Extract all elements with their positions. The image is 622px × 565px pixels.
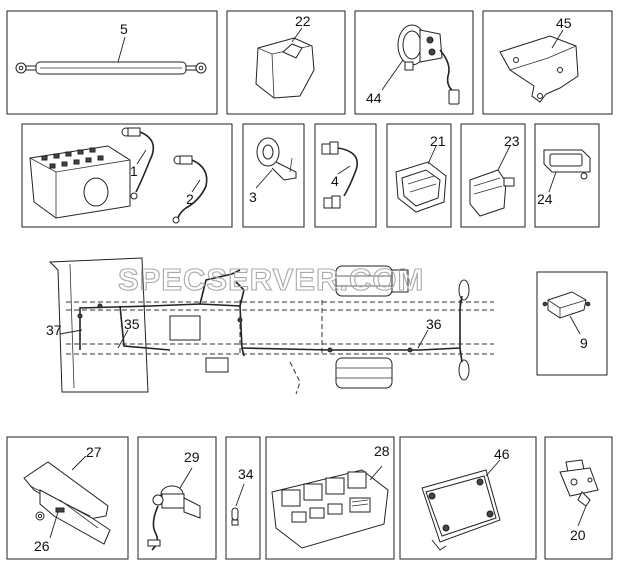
tail-lamp xyxy=(458,279,470,301)
panel-part-9: 9 xyxy=(536,271,608,376)
foam-block-drawing xyxy=(255,37,315,99)
leader-line xyxy=(569,315,581,335)
cable-drawing xyxy=(321,141,358,209)
panel-part-21: 21 xyxy=(386,123,452,228)
leader-line xyxy=(49,511,59,539)
callout-35: 35 xyxy=(124,316,140,332)
callout-37: 37 xyxy=(46,322,62,338)
gearbox xyxy=(205,357,229,373)
panel-part-5: 5 xyxy=(6,10,218,115)
leader-line xyxy=(548,171,557,193)
panel-parts-1-2: 1 2 xyxy=(21,123,233,228)
callout-34: 34 xyxy=(238,466,254,482)
callout-27: 27 xyxy=(86,444,102,460)
panel-part-46: 46 xyxy=(399,436,537,560)
panel-part-4: 4 xyxy=(314,123,377,228)
panel-frame xyxy=(536,271,608,376)
callout-9: 9 xyxy=(580,335,588,351)
panel-part-45: 45 xyxy=(482,10,613,115)
relay-drawing xyxy=(542,291,591,319)
rear-wheels xyxy=(335,265,409,389)
chassis-wiring-diagram: 37 35 36 xyxy=(46,257,494,395)
horn-drawing xyxy=(256,137,297,181)
leader-line xyxy=(337,165,351,175)
leader-line xyxy=(117,36,126,63)
bulb-drawing xyxy=(231,507,239,526)
leader-line xyxy=(577,505,587,527)
tail-lamp xyxy=(458,359,470,381)
battery-cell-caps xyxy=(41,147,104,169)
panel-frame xyxy=(225,436,261,560)
leader-line xyxy=(417,329,429,349)
lamp-assembly-drawing xyxy=(397,24,460,105)
panel-part-44: 44 xyxy=(354,10,474,115)
callout-20: 20 xyxy=(570,527,586,543)
callout-36: 36 xyxy=(426,316,442,332)
leader-line xyxy=(235,483,245,507)
main-wiring-harness xyxy=(79,303,461,351)
leader-line xyxy=(179,467,193,489)
callout-44: 44 xyxy=(366,90,382,106)
cab-outline xyxy=(48,257,149,393)
fuse-relay-box-drawing xyxy=(271,469,389,549)
panel-part-28: 28 xyxy=(265,436,395,560)
leader-line xyxy=(191,179,201,193)
panel-frame xyxy=(534,123,600,228)
watermark: SPECSERVER.COM xyxy=(118,262,424,297)
callout-5: 5 xyxy=(120,21,128,37)
callout-26: 26 xyxy=(34,538,50,554)
leader-line xyxy=(59,329,83,335)
leader-line xyxy=(136,149,147,165)
panel-frame xyxy=(314,123,377,228)
leader-line xyxy=(485,459,501,477)
marker-lamp-drawing xyxy=(543,149,591,180)
leader-line xyxy=(117,329,129,349)
callout-29: 29 xyxy=(184,449,200,465)
battery-cable-1 xyxy=(121,127,155,200)
leader-line xyxy=(369,465,383,481)
callout-22: 22 xyxy=(295,13,311,29)
battery-drawing xyxy=(29,145,131,219)
callout-45: 45 xyxy=(556,15,572,31)
callout-23: 23 xyxy=(504,133,520,149)
panel-part-24: 24 xyxy=(534,123,600,228)
leader-line xyxy=(551,29,564,49)
callout-2: 2 xyxy=(186,191,194,207)
callout-46: 46 xyxy=(494,446,510,462)
callout-4: 4 xyxy=(331,173,339,189)
leader-line xyxy=(71,455,87,471)
panel-parts-26-27: 27 26 xyxy=(6,436,129,560)
engine-block xyxy=(169,315,201,341)
leader-line xyxy=(381,59,404,91)
panel-part-20: 20 xyxy=(544,436,613,560)
callout-24: 24 xyxy=(537,191,553,207)
battery-strap-drawing xyxy=(15,61,207,75)
control-unit-drawing xyxy=(421,469,501,551)
rectangular-lamp-drawing xyxy=(395,161,447,213)
callout-1: 1 xyxy=(130,163,138,179)
callout-3: 3 xyxy=(249,189,257,205)
leader-line xyxy=(497,145,511,171)
panel-part-22: 22 xyxy=(226,10,346,115)
sensor-drawing xyxy=(559,459,599,507)
switch-drawing xyxy=(147,485,201,551)
callout-28: 28 xyxy=(374,443,390,459)
leader-line xyxy=(291,27,303,43)
leader-line xyxy=(427,145,437,165)
side-lamp-bracket-drawing xyxy=(23,461,111,545)
panel-part-29: 29 xyxy=(137,436,217,560)
battery-cable-2 xyxy=(172,155,208,224)
panel-part-3: 3 xyxy=(242,123,305,228)
mounting-bracket-drawing xyxy=(499,35,579,103)
callout-21: 21 xyxy=(430,133,446,149)
leader-line xyxy=(255,169,273,189)
panel-part-23: 23 xyxy=(460,123,526,228)
panel-part-34: 34 xyxy=(225,436,261,560)
